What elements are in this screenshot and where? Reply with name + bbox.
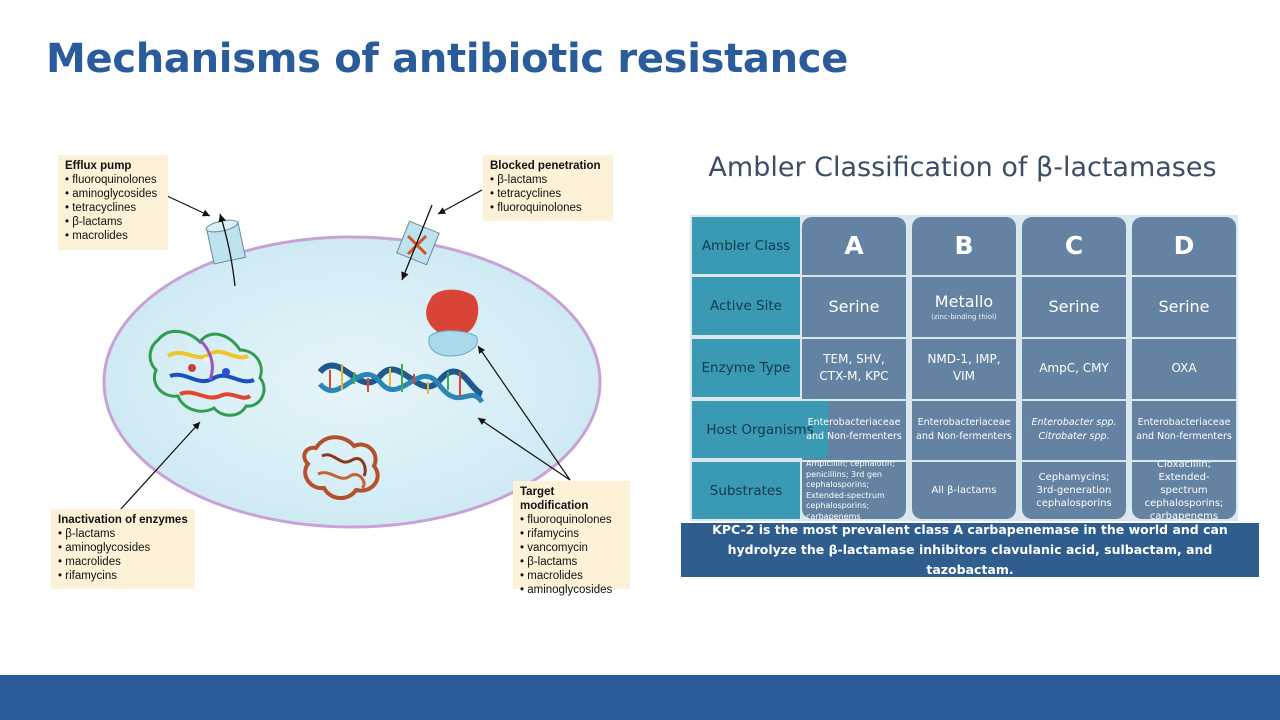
class-c-host-line-2: Citrobater spp. xyxy=(1038,430,1109,444)
blocked-item: β-lactams xyxy=(490,173,606,187)
ambler-title: Ambler Classification of β-lactamases xyxy=(690,152,1235,183)
efflux-pump-title: Efflux pump xyxy=(65,159,161,173)
class-a-substrates: Ampicillin; cephalotin; penicillins; 3rd… xyxy=(802,462,906,519)
target-item: vancomycin xyxy=(520,541,623,555)
class-b-active-site: Metallo (zinc-binding thiol) xyxy=(912,277,1016,335)
class-a-letter: A xyxy=(802,217,906,274)
efflux-arrow xyxy=(165,195,210,216)
target-item: rifamycins xyxy=(520,527,623,541)
class-c-substrates: Cephamycins; 3rd-generation cephalospori… xyxy=(1022,462,1126,519)
resistance-mechanisms-figure: Efflux pump fluoroquinolones aminoglycos… xyxy=(50,150,640,595)
inactivation-item: aminoglycosides xyxy=(58,541,188,555)
target-modification-title: Target modification xyxy=(520,485,623,513)
kpc-2-banner: KPC-2 is the most prevalent class A carb… xyxy=(681,523,1259,577)
target-item: fluoroquinolones xyxy=(520,513,623,527)
class-a-enzyme-type: TEM, SHV, CTX-M, KPC xyxy=(802,339,906,397)
efflux-item: fluoroquinolones xyxy=(65,173,161,187)
class-c-active-site: Serine xyxy=(1022,277,1126,335)
class-b-active-site-note: (zinc-binding thiol) xyxy=(931,313,997,321)
class-c-letter: C xyxy=(1022,217,1126,274)
inactivation-callout: Inactivation of enzymes β-lactams aminog… xyxy=(51,509,195,589)
blocked-item: fluoroquinolones xyxy=(490,201,606,215)
blocked-item: tetracyclines xyxy=(490,187,606,201)
inactivation-item: macrolides xyxy=(58,555,188,569)
target-item: aminoglycosides xyxy=(520,583,623,597)
ambler-table: Ambler Class Active Site Enzyme Type Hos… xyxy=(690,215,1238,521)
efflux-item: macrolides xyxy=(65,229,161,243)
target-item: β-lactams xyxy=(520,555,623,569)
efflux-pump-callout: Efflux pump fluoroquinolones aminoglycos… xyxy=(58,155,168,250)
class-a-host-organisms: Enterobacteriaceae and Non-fermenters xyxy=(802,401,906,458)
inactivation-title: Inactivation of enzymes xyxy=(58,513,188,527)
inactivation-item: rifamycins xyxy=(58,569,188,583)
class-b-host-organisms: Enterobacteriaceae and Non-fermenters xyxy=(912,401,1016,458)
class-c-host-organisms: Enterobacter spp. Citrobater spp. xyxy=(1022,401,1126,458)
efflux-item: aminoglycosides xyxy=(65,187,161,201)
target-protein-icon xyxy=(426,290,478,356)
class-d-substrates: Cloxacillin; Extended-spectrum cephalosp… xyxy=(1132,462,1236,519)
class-c-host-line-1: Enterobacter spp. xyxy=(1032,416,1117,430)
target-item: macrolides xyxy=(520,569,623,583)
class-d-letter: D xyxy=(1132,217,1236,274)
class-b-letter: B xyxy=(912,217,1016,274)
blocked-penetration-callout: Blocked penetration β-lactams tetracycli… xyxy=(483,155,613,221)
target-modification-callout: Target modification fluoroquinolones rif… xyxy=(513,481,630,589)
row-header-class: Ambler Class xyxy=(692,217,800,274)
row-header-active-site: Active Site xyxy=(692,277,800,335)
slide-title: Mechanisms of antibiotic resistance xyxy=(46,36,848,82)
class-d-active-site: Serine xyxy=(1132,277,1236,335)
efflux-item: β-lactams xyxy=(65,215,161,229)
row-header-enzyme-type: Enzyme Type xyxy=(692,339,800,397)
class-b-substrates: All β-lactams xyxy=(912,462,1016,519)
class-d-host-organisms: Enterobacteriaceae and Non-fermenters xyxy=(1132,401,1236,458)
class-d-enzyme-type: OXA xyxy=(1132,339,1236,397)
footer-bar xyxy=(0,675,1280,720)
efflux-item: tetracyclines xyxy=(65,201,161,215)
row-header-substrates: Substrates xyxy=(692,462,800,519)
blocked-penetration-title: Blocked penetration xyxy=(490,159,606,173)
class-c-enzyme-type: AmpC, CMY xyxy=(1022,339,1126,397)
class-b-enzyme-type: NMD-1, IMP, VIM xyxy=(912,339,1016,397)
inactivation-item: β-lactams xyxy=(58,527,188,541)
class-a-active-site: Serine xyxy=(802,277,906,335)
blocked-arrow xyxy=(438,190,482,214)
class-b-active-site-label: Metallo xyxy=(935,292,993,311)
